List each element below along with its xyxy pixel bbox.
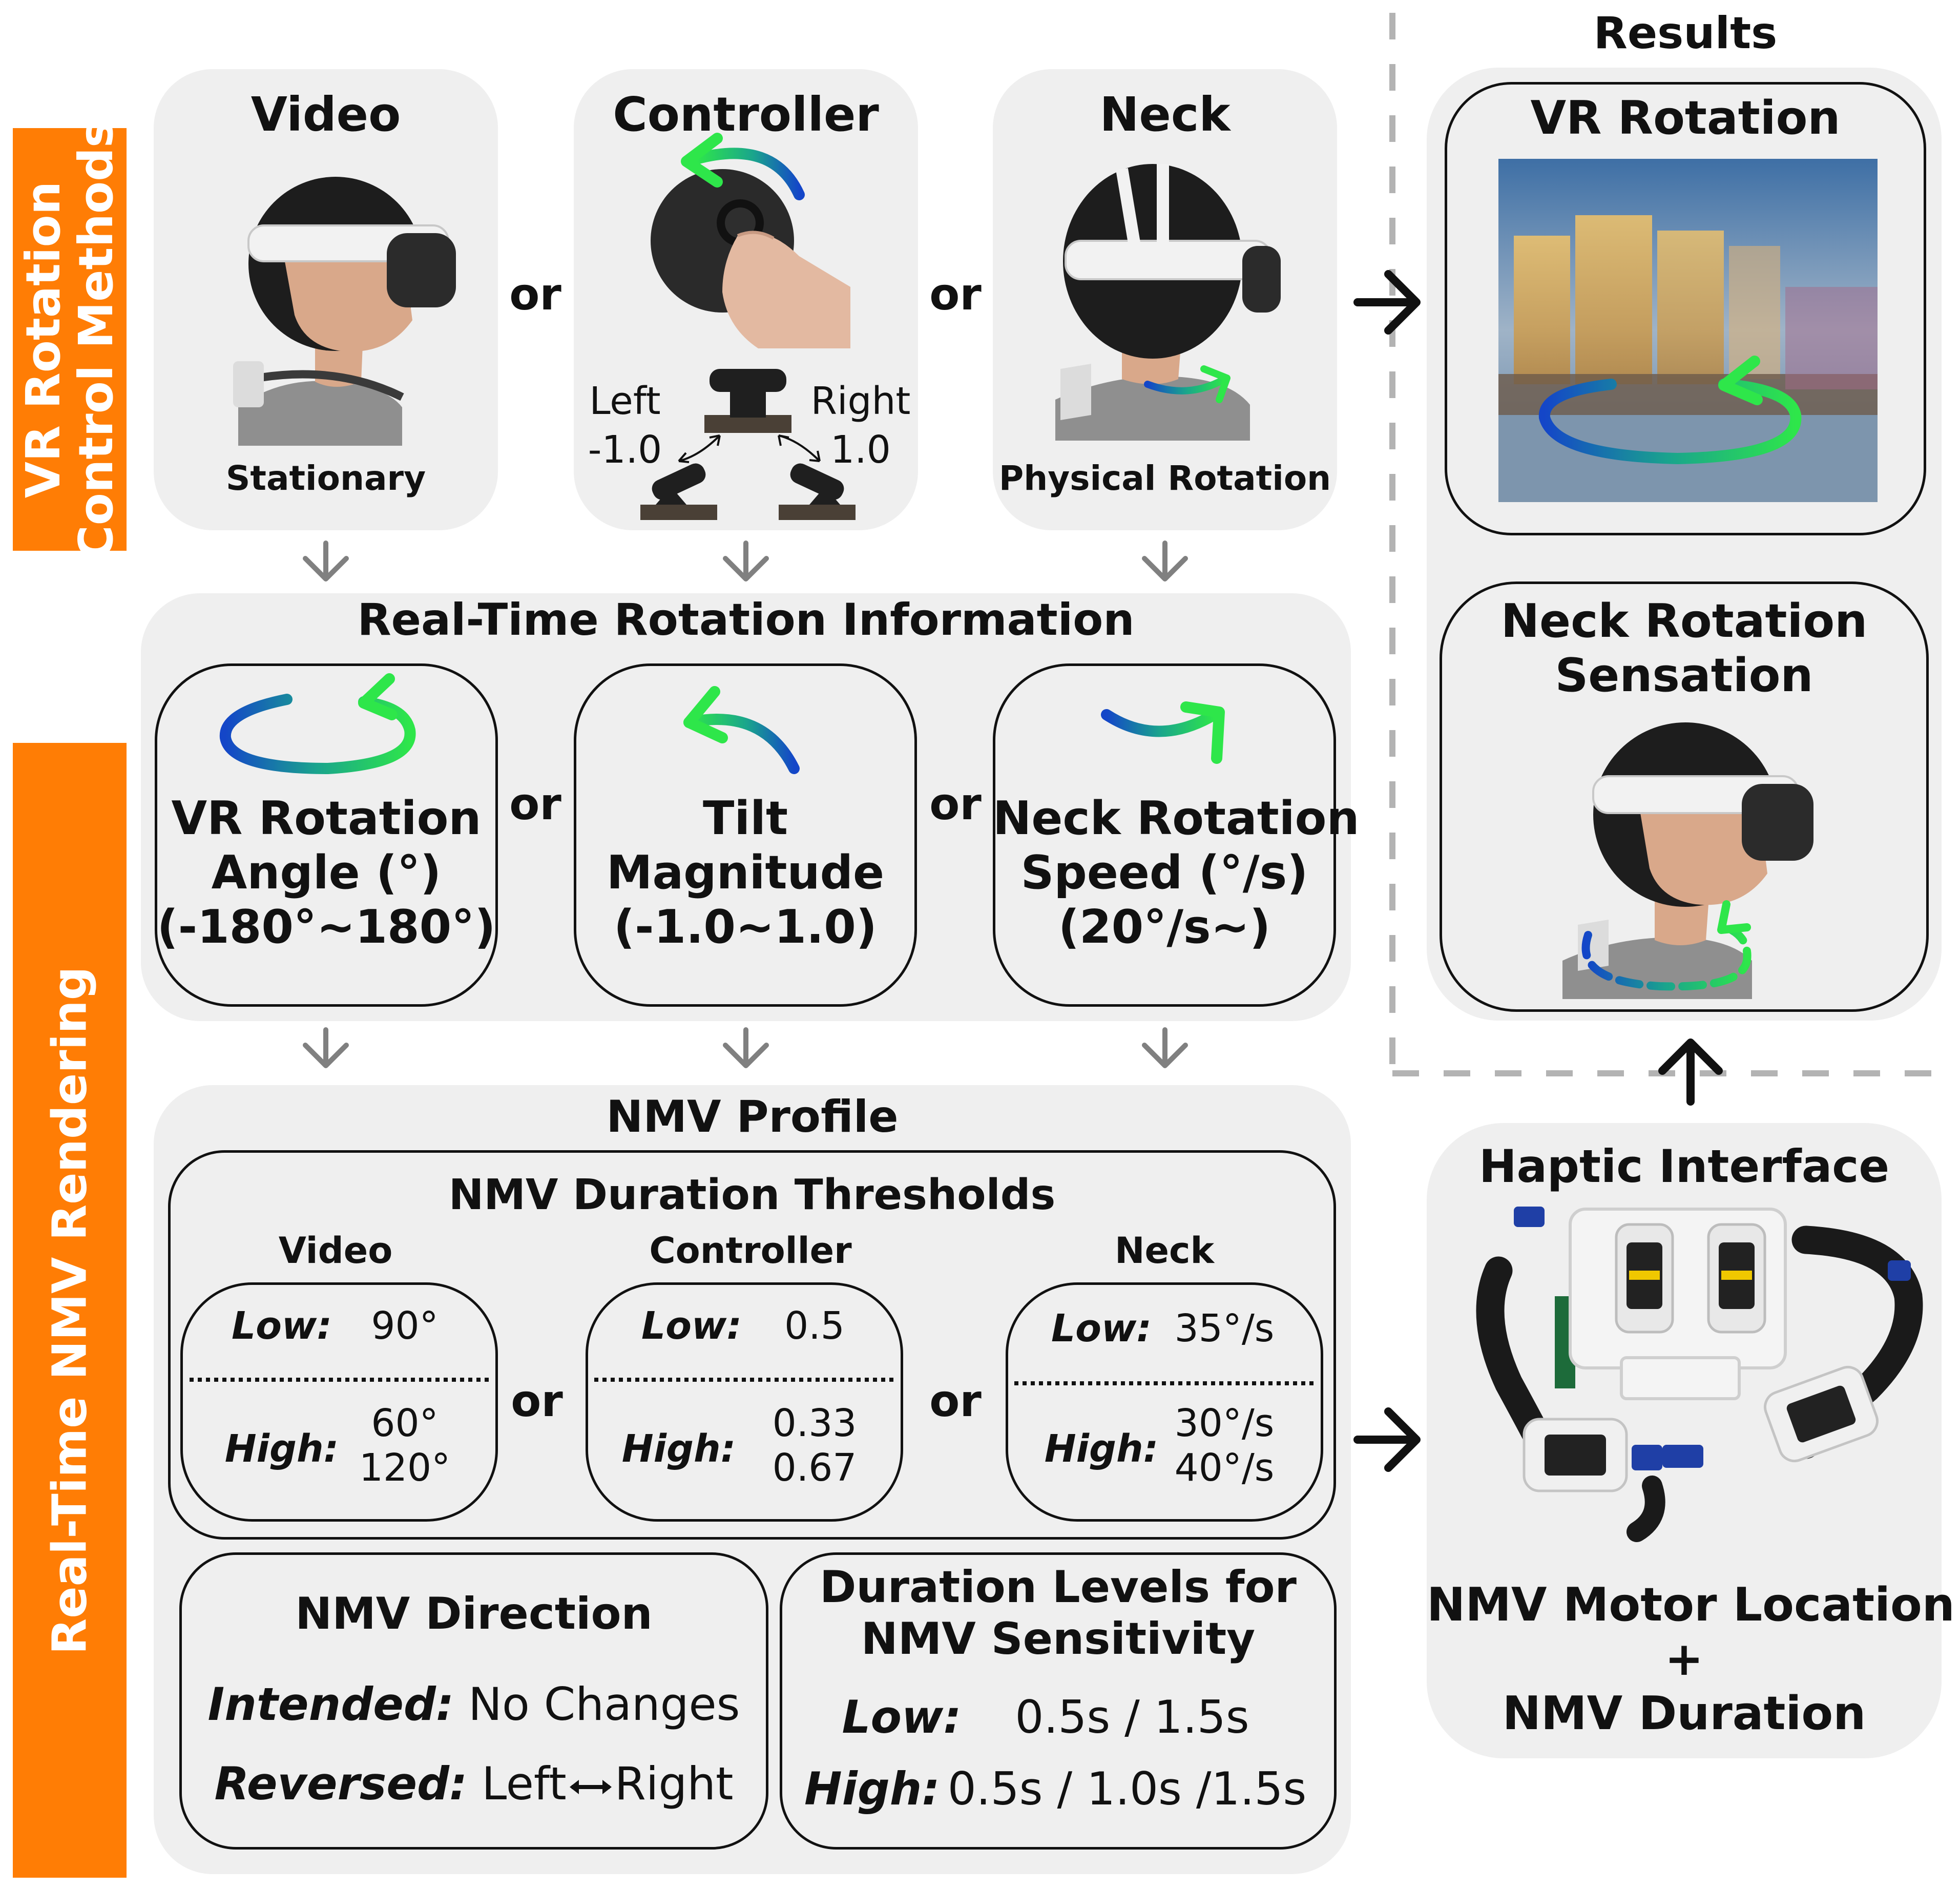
video-high-label: High:	[224, 1427, 339, 1471]
vr-angle-line-2: Angle (°)	[211, 846, 442, 900]
neck-rotation-speed-box	[993, 663, 1336, 1007]
nmv-sensitivity-box	[780, 1552, 1337, 1850]
results-title: Results	[1593, 8, 1778, 59]
tilt-icon	[683, 686, 800, 774]
video-low-label: Low:	[232, 1304, 332, 1348]
controller-method-title: Controller	[613, 87, 879, 142]
sensitivity-high-label: High:	[804, 1762, 940, 1815]
vr-angle-line-3: (-180°~180°)	[157, 900, 496, 954]
nmv-direction-title: NMV Direction	[295, 1588, 653, 1639]
vr-rotation-result-title: VR Rotation	[1530, 91, 1841, 145]
tilt-left-arrow-icon	[678, 434, 721, 463]
threshold-neck-box	[1006, 1282, 1323, 1522]
side-label-control-methods: VR Rotation Control Methods	[13, 119, 127, 559]
reversed-label: Reversed:	[214, 1757, 468, 1810]
threshold-controller-box	[586, 1282, 903, 1522]
controller-left-value: -1.0	[588, 428, 662, 472]
or-label-methods-1: or	[509, 269, 561, 320]
controller-low-value: 0.5	[784, 1304, 845, 1348]
neck-method-title: Neck	[1099, 87, 1231, 142]
video-caption: Stationary	[225, 459, 426, 498]
double-arrow-icon	[569, 1780, 612, 1795]
neck-caption: Physical Rotation	[998, 459, 1331, 498]
reversed-right: Right	[614, 1757, 734, 1810]
neck-sensation-photo	[1557, 715, 1813, 999]
tilt-right-arrow-icon	[778, 434, 821, 462]
vr-rotation-angle-box	[155, 663, 498, 1007]
haptic-bottom-line-1: NMV Motor Location	[1427, 1578, 1955, 1632]
controller-high-value-2: 0.67	[772, 1446, 857, 1490]
controller-low-label: Low:	[641, 1304, 742, 1348]
controller-right-value: 1.0	[830, 428, 891, 472]
or-label-methods-2: or	[929, 269, 982, 320]
vr-rotation-icon	[219, 673, 416, 775]
side-label-nmv-rendering: Real-Time NMV Rendering	[13, 743, 127, 1878]
or-label-thresholds-2: or	[929, 1376, 982, 1427]
haptic-interface-title: Haptic Interface	[1478, 1140, 1890, 1193]
neck-sensation-box	[1440, 581, 1929, 1012]
neck-high-value-1: 30°/s	[1174, 1401, 1275, 1445]
neck-high-label: High:	[1044, 1427, 1159, 1471]
video-method-title: Video	[251, 87, 401, 142]
neck-speed-line-3: (20°/s~)	[1058, 900, 1271, 954]
sensitivity-low-label: Low:	[842, 1691, 962, 1743]
duration-thresholds-title: NMV Duration Thresholds	[448, 1171, 1056, 1219]
neck-user-photo	[1045, 159, 1281, 441]
intended-label: Intended:	[207, 1678, 454, 1731]
reversed-left: Left	[482, 1757, 567, 1810]
neck-high-value-2: 40°/s	[1174, 1446, 1275, 1490]
neck-sensation-line-2: Sensation	[1555, 649, 1813, 703]
thumbstick-center-icon	[704, 369, 791, 433]
tilt-line-3: (-1.0~1.0)	[614, 900, 877, 954]
nmv-direction-box	[179, 1552, 768, 1850]
intended-value: No Changes	[468, 1678, 740, 1731]
thumbstick-right-icon	[779, 463, 856, 520]
rotation-info-title: Real-Time Rotation Information	[357, 594, 1135, 646]
video-high-value-1: 60°	[371, 1401, 439, 1445]
sensitivity-high-value: 0.5s / 1.0s /1.5s	[947, 1762, 1307, 1815]
video-low-value: 90°	[371, 1304, 439, 1348]
neck-low-value: 35°/s	[1174, 1306, 1275, 1351]
threshold-video-label: Video	[278, 1230, 393, 1272]
threshold-video-box	[180, 1282, 498, 1522]
neck-speed-line-1: Neck Rotation	[993, 792, 1360, 845]
sensitivity-title-line-2: NMV Sensitivity	[861, 1613, 1256, 1665]
tilt-line-2: Magnitude	[606, 846, 885, 900]
controller-hand-photo	[651, 133, 850, 348]
nmv-profile-title: NMV Profile	[606, 1091, 899, 1143]
thumbstick-left-icon	[640, 463, 717, 520]
or-label-thresholds-1: or	[511, 1376, 563, 1427]
neck-sensation-line-1: Neck Rotation	[1500, 594, 1868, 648]
or-label-rotation-1: or	[509, 779, 561, 830]
controller-high-label: High:	[621, 1427, 736, 1471]
duration-thresholds-box	[168, 1150, 1336, 1540]
neck-low-label: Low:	[1051, 1306, 1152, 1351]
tilt-line-1: Tilt	[702, 792, 788, 845]
tilt-magnitude-box	[574, 663, 917, 1007]
video-high-value-2: 120°	[359, 1446, 451, 1490]
haptic-device-photo	[1476, 1207, 1923, 1542]
threshold-controller-label: Controller	[649, 1230, 852, 1272]
vr-angle-line-1: VR Rotation	[171, 792, 482, 845]
haptic-bottom-line-3: NMV Duration	[1502, 1687, 1866, 1741]
controller-left-label: Left	[589, 379, 661, 423]
controller-high-value-1: 0.33	[772, 1401, 857, 1445]
or-label-rotation-2: or	[929, 779, 982, 830]
vr-rotation-result-box	[1445, 82, 1926, 535]
vr-scene-image	[1498, 159, 1878, 502]
neck-speed-line-2: Speed (°/s)	[1020, 846, 1308, 900]
video-user-photo	[218, 167, 456, 446]
sensitivity-title-line-1: Duration Levels for	[820, 1562, 1297, 1613]
threshold-neck-label: Neck	[1114, 1230, 1215, 1272]
sensitivity-low-value: 0.5s / 1.5s	[1015, 1691, 1249, 1743]
neck-speed-icon	[1101, 701, 1225, 764]
haptic-bottom-line-2: +	[1664, 1632, 1704, 1687]
controller-right-label: Right	[810, 379, 911, 423]
nmv-profile-panel	[154, 1085, 1351, 1874]
